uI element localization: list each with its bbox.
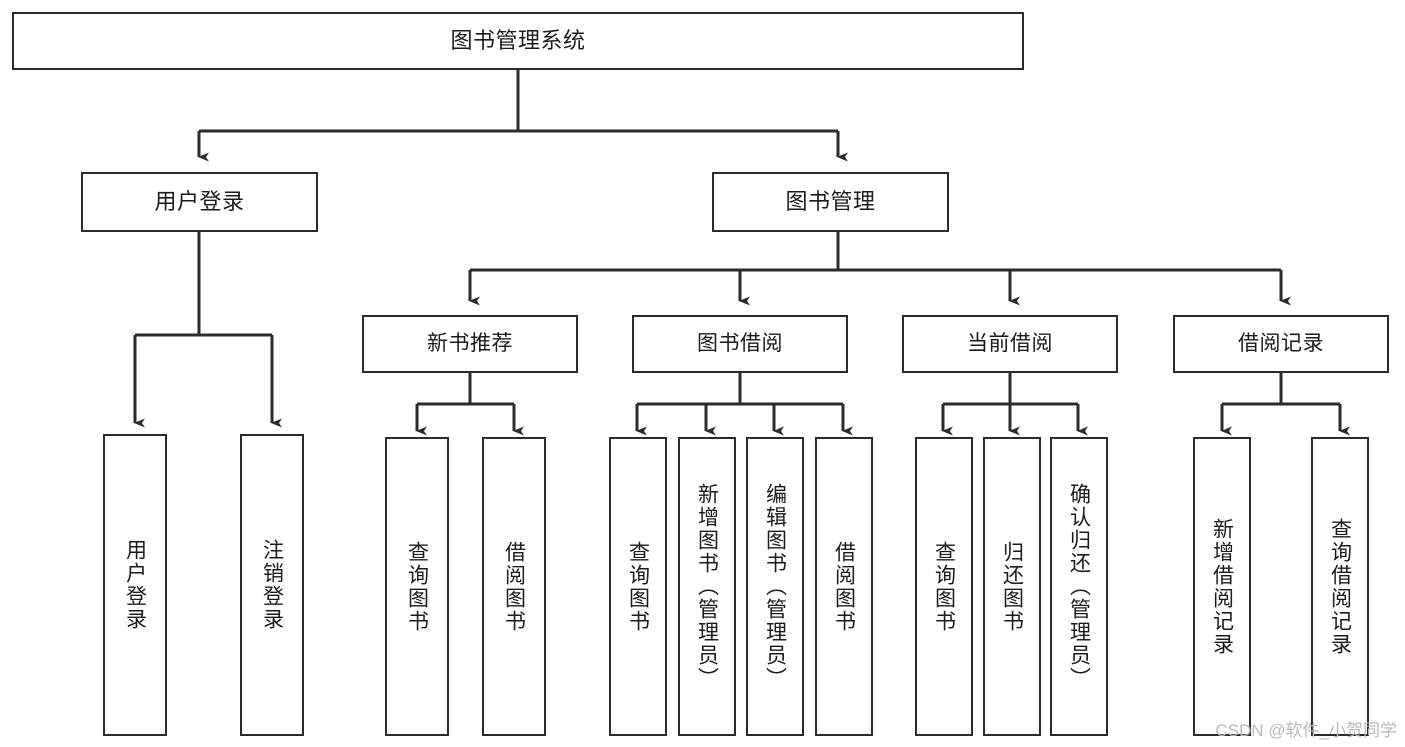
node-label: 新书推荐 [427, 331, 513, 355]
node-label: 图书管理 [785, 189, 876, 215]
leaf-borrow-record-add-record[interactable]: 新增借阅记录 [1193, 437, 1251, 736]
node-label: 编辑图书（管理员） [763, 483, 787, 690]
node-label: 用户登录 [123, 539, 147, 631]
leaf-book-borrow-borrow-book[interactable]: 借阅图书 [815, 437, 873, 736]
node-new-book-recommend[interactable]: 新书推荐 [362, 315, 578, 373]
node-label: 借阅图书 [832, 540, 856, 633]
leaf-new-book-query-book[interactable]: 查询图书 [385, 437, 449, 736]
node-label: 归还图书 [1000, 540, 1024, 633]
node-label: 借阅图书 [502, 540, 526, 633]
node-label: 查询图书 [405, 540, 429, 633]
leaf-user-login-logout[interactable]: 注销登录 [240, 434, 304, 736]
node-label: 注销登录 [260, 539, 284, 631]
leaf-new-book-borrow-book[interactable]: 借阅图书 [482, 437, 546, 736]
csdn-watermark: CSDN @软件_小贺同学 [1215, 721, 1397, 740]
node-book-borrow[interactable]: 图书借阅 [632, 315, 848, 373]
node-label: 用户登录 [154, 189, 245, 215]
node-label: 借阅记录 [1238, 331, 1324, 355]
node-root-book-management-system[interactable]: 图书管理系统 [12, 12, 1024, 70]
leaf-current-borrow-query-book[interactable]: 查询图书 [915, 437, 973, 736]
leaf-book-borrow-query-book[interactable]: 查询图书 [609, 437, 667, 736]
node-label: 确认归还（管理员） [1067, 483, 1091, 690]
node-label: 查询图书 [626, 540, 650, 633]
node-borrow-record[interactable]: 借阅记录 [1173, 315, 1389, 373]
node-book-management[interactable]: 图书管理 [712, 172, 949, 232]
node-label: 当前借阅 [967, 331, 1053, 355]
node-label: 查询借阅记录 [1328, 517, 1352, 656]
node-label: 查询图书 [932, 540, 956, 633]
node-label: 新增借阅记录 [1210, 517, 1234, 656]
leaf-book-borrow-edit-book-admin[interactable]: 编辑图书（管理员） [746, 437, 804, 736]
node-label: 图书管理系统 [450, 28, 586, 54]
node-user-login[interactable]: 用户登录 [81, 172, 318, 232]
node-label: 新增图书（管理员） [695, 483, 719, 690]
leaf-book-borrow-add-book-admin[interactable]: 新增图书（管理员） [678, 437, 736, 736]
leaf-current-borrow-confirm-return-admin[interactable]: 确认归还（管理员） [1050, 437, 1108, 736]
leaf-borrow-record-query-record[interactable]: 查询借阅记录 [1311, 437, 1369, 736]
node-label: 图书借阅 [697, 331, 783, 355]
leaf-current-borrow-return-book[interactable]: 归还图书 [983, 437, 1041, 736]
node-current-borrow[interactable]: 当前借阅 [902, 315, 1118, 373]
leaf-user-login-login[interactable]: 用户登录 [103, 434, 167, 736]
